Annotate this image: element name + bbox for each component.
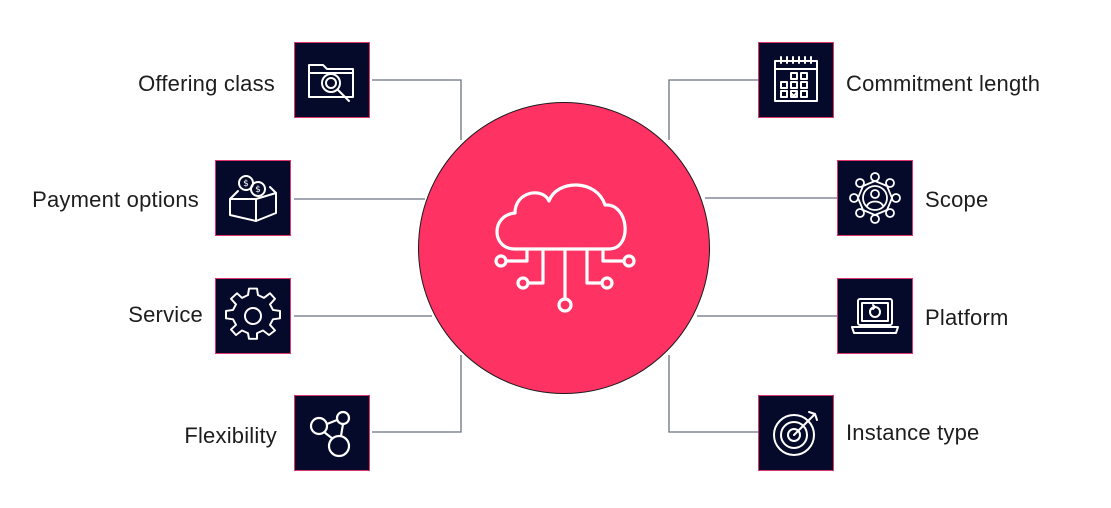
label-payment-options: Payment options (32, 187, 199, 212)
folder-search-icon (308, 64, 354, 102)
money-box-icon: $ $ (229, 175, 277, 222)
commitment-length-tile (758, 42, 834, 118)
label-instance-type: Instance type (846, 420, 980, 445)
flexibility-tile (294, 395, 370, 471)
offering-class-tile (294, 42, 370, 118)
platform-tile (837, 278, 913, 354)
label-platform: Platform (925, 305, 1009, 330)
calendar-icon (774, 56, 818, 102)
svg-text:$: $ (243, 179, 249, 189)
label-flexibility: Flexibility (184, 423, 277, 448)
svg-text:$: $ (255, 185, 261, 195)
target-icon (773, 411, 818, 456)
label-commitment-length: Commitment length (846, 71, 1041, 96)
service-tile (215, 278, 291, 354)
payment-options-tile: $ $ (215, 160, 291, 236)
scope-tile (837, 160, 913, 236)
laptop-icon (851, 298, 899, 334)
nodes-icon (309, 410, 351, 458)
gear-icon (225, 287, 281, 340)
instance-type-tile (758, 395, 834, 471)
cloud-network-icon (494, 183, 636, 313)
label-service: Service (128, 302, 203, 327)
label-scope: Scope (925, 187, 989, 212)
label-offering-class: Offering class (138, 71, 275, 96)
network-person-icon (849, 172, 901, 224)
hub-circle (418, 102, 710, 394)
